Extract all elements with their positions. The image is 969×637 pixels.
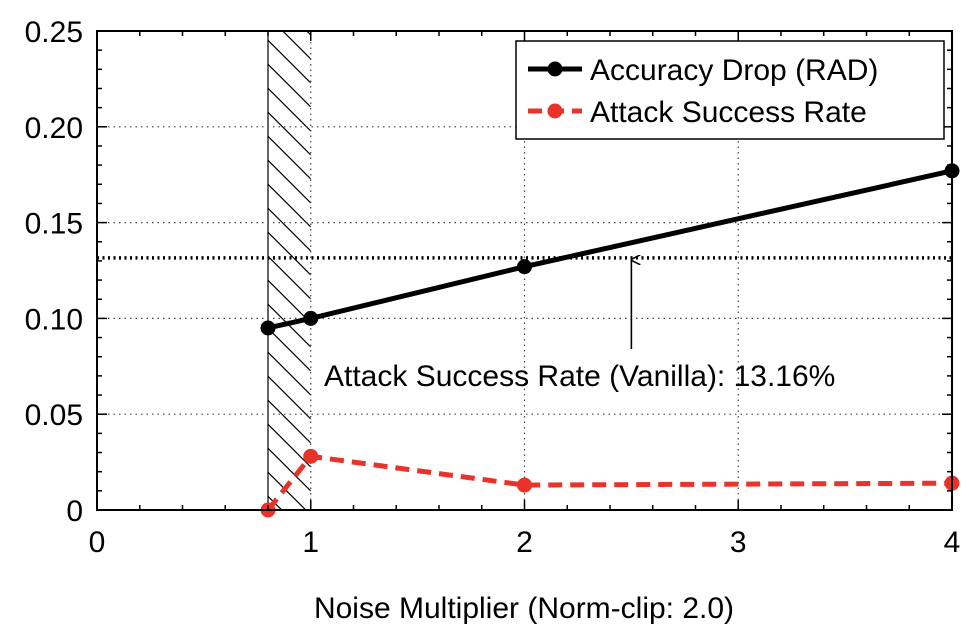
hatch-line <box>268 399 311 444</box>
annotation: Attack Success Rate (Vanilla): 13.16% <box>324 260 835 393</box>
hatch-lines <box>268 0 311 510</box>
series-point-1 <box>517 477 532 493</box>
hatch-line <box>268 279 311 324</box>
series-point-0 <box>303 310 319 326</box>
hatch-line <box>268 327 311 372</box>
series-point-0 <box>260 320 276 336</box>
hatch-line <box>268 159 311 204</box>
hatch-line <box>268 447 311 492</box>
legend-marker-accuracy-drop <box>547 61 563 77</box>
hatch-line <box>281 31 311 60</box>
x-tick-label: 2 <box>516 526 533 559</box>
legend: Accuracy Drop (RAD) Attack Success Rate <box>515 40 945 140</box>
series-point-0 <box>517 259 532 275</box>
hatch-line <box>268 111 311 156</box>
annotation-text: Attack Success Rate (Vanilla): 13.16% <box>324 360 835 393</box>
legend-label-accuracy-drop: Accuracy Drop (RAD) <box>590 54 878 87</box>
y-tick-label: 0 <box>66 495 83 528</box>
hatch-line <box>268 471 307 510</box>
hatch-line <box>268 63 311 108</box>
hatch-line <box>268 87 311 132</box>
hatch-line <box>268 183 311 228</box>
hatch-line <box>268 351 311 396</box>
hatch-line <box>268 255 311 300</box>
x-tick-label: 3 <box>730 526 747 559</box>
y-tick-label: 0.10 <box>25 303 83 336</box>
hatch-line <box>268 231 311 276</box>
series-point-1 <box>303 448 319 464</box>
series-line-1 <box>266 453 953 512</box>
axes <box>96 30 953 511</box>
x-tick-label: 0 <box>89 526 106 559</box>
legend-marker-attack-success-rate <box>547 103 563 119</box>
y-tick-label: 0.05 <box>25 399 83 432</box>
hatch-line <box>305 31 311 36</box>
legend-box <box>515 40 945 140</box>
hatch-line <box>268 0 311 11</box>
tick-labels: 0 0.05 0.10 0.15 0.20 0.25 0 1 2 3 4 <box>25 16 961 559</box>
y-tick-label: 0.25 <box>25 16 83 49</box>
x-tick-label: 1 <box>302 526 319 559</box>
y-tick-label: 0.15 <box>25 208 83 241</box>
y-tick-label: 0.20 <box>25 112 83 145</box>
series-line-0 <box>267 168 953 331</box>
x-axis-title: Noise Multiplier (Norm-clip: 2.0) <box>314 592 734 625</box>
hatch-line <box>268 39 311 84</box>
legend-label-attack-success-rate: Attack Success Rate <box>590 96 867 129</box>
hatch-line <box>268 375 311 420</box>
hatch-line <box>268 207 311 252</box>
series-group <box>260 163 960 518</box>
hatched-region <box>267 0 311 510</box>
x-tick-label: 4 <box>944 526 961 559</box>
hatch-line <box>268 135 311 180</box>
hatch-line <box>268 423 311 468</box>
